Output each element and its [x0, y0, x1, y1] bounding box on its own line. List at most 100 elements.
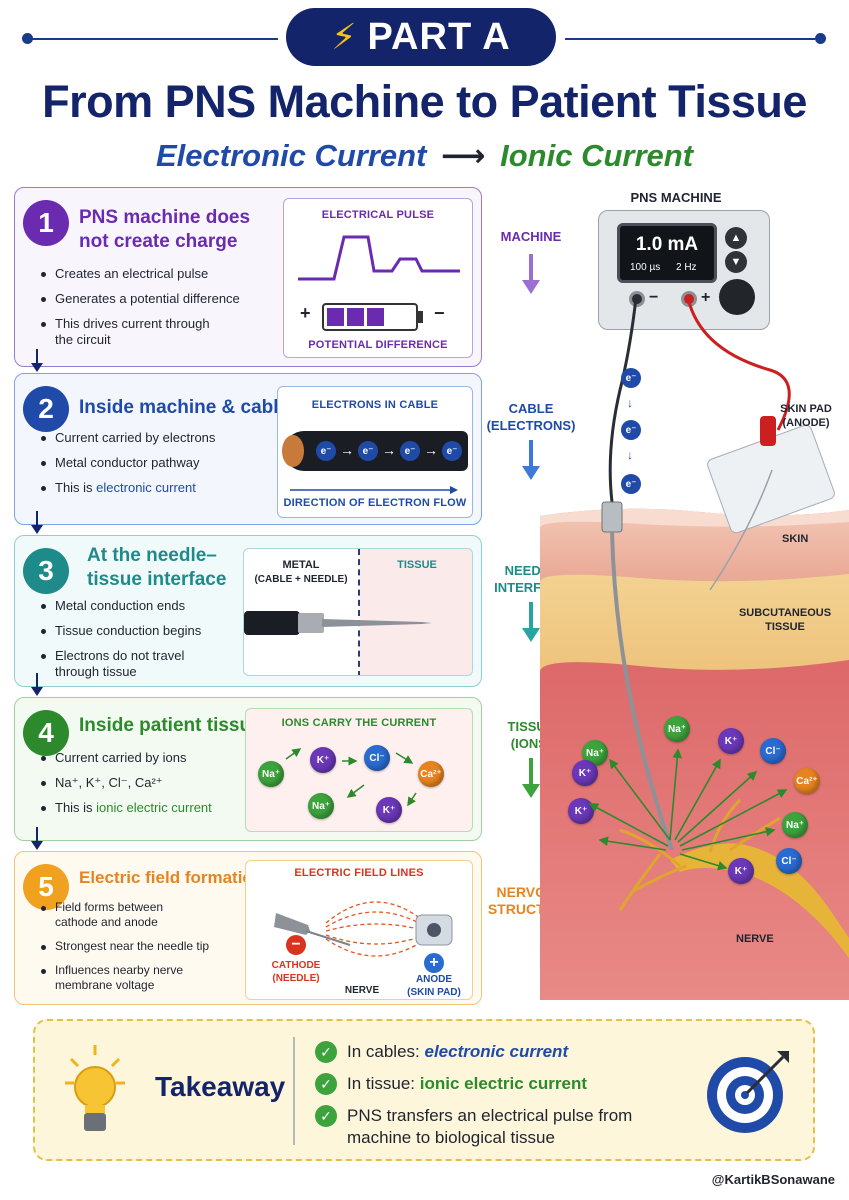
check-icon: ✓	[315, 1073, 337, 1095]
lightbulb-icon	[65, 1045, 125, 1131]
flow-arrow-icon	[522, 602, 540, 642]
bullet-item: Current carried by ions	[39, 750, 212, 766]
step-title: At the needle– tissue interface	[87, 544, 226, 592]
bullet-item: Strongest near the needle tip	[39, 939, 209, 954]
cathode-label-line: CATHODE	[271, 960, 321, 971]
inset-title: ELECTRICAL PULSE	[321, 209, 435, 221]
inset-title: ELECTRIC FIELD LINES	[294, 867, 424, 879]
chloride-ion-icon: Cl⁻	[776, 848, 802, 874]
skin-pad-label-line: SKIN PAD	[780, 403, 832, 415]
electron-icon: e⁻	[621, 474, 641, 494]
flow-label-line: MACHINE	[500, 229, 562, 244]
anode-label: ANODE (SKIN PAD)	[396, 973, 472, 999]
electron-icon: e⁻	[442, 441, 462, 461]
copper-core	[282, 435, 304, 467]
takeaway-divider	[293, 1037, 295, 1145]
bullet-line: Field forms between	[55, 900, 164, 914]
arrow-right-icon: →	[424, 442, 438, 458]
target-icon	[707, 1051, 789, 1133]
step-title-line: PNS machine does	[79, 207, 251, 228]
header-decoration-line	[30, 38, 278, 40]
header-decoration-line	[565, 38, 815, 40]
cables-and-needle	[601, 297, 835, 850]
anode-plus-icon: +	[424, 953, 444, 973]
flow-arrow-icon	[522, 758, 540, 798]
skin-pad-label-line: (ANODE)	[782, 417, 830, 429]
subtitle-electronic: Electronic Current	[155, 138, 427, 173]
tissue-region	[360, 549, 472, 675]
bullet-prefix: This is	[55, 800, 97, 815]
anode-label-line: (SKIN PAD)	[407, 987, 461, 998]
electrons-in-cable-inset: ELECTRONS IN CABLE e⁻ → e⁻ → e⁻ → e⁻ DIR…	[277, 386, 473, 518]
step-bullets: Metal conduction ends Tissue conduction …	[39, 598, 201, 689]
part-badge: ⚡ PART A	[286, 8, 556, 66]
step-title: PNS machine does not create charge	[79, 206, 250, 254]
battery-terminal	[418, 311, 423, 323]
arrow-down-icon: ↓	[627, 396, 633, 410]
negative-terminal-sign: −	[649, 289, 659, 306]
needle-tissue-interface-inset: METAL (CABLE + NEEDLE) TISSUE	[243, 548, 473, 676]
electron-icon: e⁻	[400, 441, 420, 461]
takeaway-box: Takeaway ✓ In cables: electronic current…	[33, 1019, 815, 1161]
step-number-badge: 5	[23, 864, 69, 910]
step-card-4: 4 Inside patient tissue Current carried …	[14, 697, 482, 841]
step-card-3: 3 At the needle– tissue interface Metal …	[14, 535, 482, 687]
bullet-line: Influences nearby nerve	[55, 963, 184, 977]
takeaway-item: ✓ In cables: electronic current	[315, 1041, 568, 1063]
interface-divider	[358, 549, 360, 675]
nerve-label: NERVE	[344, 985, 380, 996]
ion-motion-arrows	[285, 748, 417, 807]
step-card-1: 1 PNS machine does not create charge Cre…	[14, 187, 482, 367]
field-lines	[274, 901, 453, 957]
cathode-label-line: (NEEDLE)	[272, 973, 320, 984]
machine-dial[interactable]	[719, 279, 755, 315]
ions-inset: IONS CARRY THE CURRENT Na⁺ K⁺ Cl⁻ Ca²⁺ N…	[245, 708, 473, 832]
step-bullets: Current carried by electrons Metal condu…	[39, 430, 215, 505]
step-number-badge: 1	[23, 200, 69, 246]
calcium-ion-icon: Ca²⁺	[794, 768, 820, 794]
takeaway-title: Takeaway	[155, 1071, 286, 1102]
battery-minus-sign: −	[434, 303, 445, 323]
needle-collar	[298, 613, 324, 633]
machine-display: 1.0 mA 100 µs 2 Hz	[617, 223, 717, 283]
inset-title: ELECTRONS IN CABLE	[311, 399, 439, 411]
arrow-right-icon: →	[382, 442, 396, 458]
takeaway-text: In tissue: ionic electric current	[347, 1073, 587, 1095]
inset-caption: POTENTIAL DIFFERENCE	[308, 339, 448, 351]
potassium-ion-icon: K⁺	[376, 797, 402, 823]
bullet-item: Na⁺, K⁺, Cl⁻, Ca²⁺	[39, 775, 212, 791]
electrical-pulse-inset: ELECTRICAL PULSE + − POTENTIAL DIFFERENC…	[283, 198, 473, 358]
arrow-down-icon: ↓	[627, 448, 633, 462]
bullet-item: Tissue conduction begins	[39, 623, 201, 639]
potassium-ion-icon: K⁺	[728, 858, 754, 884]
step-connector-arrow	[31, 673, 43, 696]
cathode-label: CATHODE (NEEDLE)	[256, 959, 336, 985]
step-title: Inside patient tissue	[79, 715, 262, 736]
page-title: From PNS Machine to Patient Tissue	[42, 76, 807, 127]
header-decoration-dot	[22, 33, 33, 44]
bullet-item: Current carried by electrons	[39, 430, 215, 446]
header-decoration-dot	[815, 33, 826, 44]
step-title: Inside machine & cables	[79, 397, 300, 418]
bullet-line: This drives current through	[55, 316, 210, 331]
calcium-ion-icon: Ca²⁺	[418, 761, 444, 787]
chloride-ion-icon: Cl⁻	[760, 738, 786, 764]
part-badge-label: PART A	[367, 15, 511, 58]
flow-arrow-icon	[522, 440, 540, 480]
needle-shaft	[322, 619, 432, 627]
bullet-item: Generates a potential difference	[39, 291, 240, 307]
tissue-ion-arrows	[588, 748, 788, 871]
subcutaneous-label-line: SUBCUTANEOUS	[738, 607, 832, 619]
bullet-line: Electrons do not travel	[55, 648, 185, 663]
metal-label: METAL	[282, 559, 320, 571]
bullet-item: Metal conductor pathway	[39, 455, 215, 471]
chevron-up-button[interactable]: ▲	[725, 227, 747, 249]
chevron-down-button[interactable]: ▼	[725, 251, 747, 273]
flow-label-machine: MACHINE	[486, 228, 576, 245]
sodium-ion-icon: Na⁺	[258, 761, 284, 787]
